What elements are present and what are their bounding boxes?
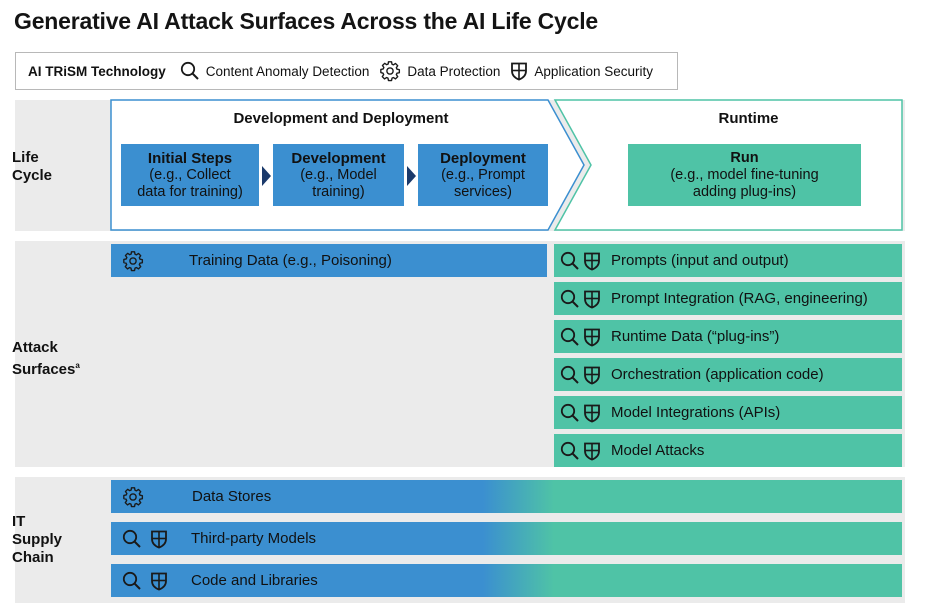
life-cycle-label: Life Cycle <box>12 149 52 185</box>
life-cycle-label-line2: Cycle <box>12 167 53 184</box>
supply-chain-item-icons <box>122 529 168 549</box>
legend-item-app-security: Application Security <box>510 61 653 81</box>
legend-item-anomaly: Content Anomaly Detection <box>180 61 370 81</box>
legend-label-app-security: Application Security <box>534 63 653 79</box>
step-arrow-2 <box>407 166 416 186</box>
runtime-item: Orchestration (application code) <box>554 358 902 391</box>
search-icon <box>560 289 579 308</box>
footnote-mark: a <box>75 361 80 370</box>
search-icon <box>560 251 579 270</box>
step-arrow-1 <box>262 166 271 186</box>
page-title: Generative AI Attack Surfaces Across the… <box>14 8 599 34</box>
step-run-line1: (e.g., model fine-tuning <box>670 166 819 183</box>
step-run-title: Run <box>730 149 759 166</box>
runtime-item-icons <box>560 403 601 423</box>
step-deployment-line2: services) <box>453 183 512 200</box>
step-initial-line2: data for training) <box>137 183 243 200</box>
search-icon <box>560 441 579 460</box>
runtime-item-label: Prompts (input and output) <box>611 252 789 269</box>
it-supply-chain-label-line1: IT <box>12 513 26 530</box>
step-initial-line1: (e.g., Collect <box>149 166 231 183</box>
step-development-line1: (e.g., Model <box>300 166 377 183</box>
legend-label-anomaly: Content Anomaly Detection <box>205 63 370 79</box>
runtime-item-label: Runtime Data (“plug-ins”) <box>611 328 780 345</box>
legend-label-data-protection: Data Protection <box>407 63 501 79</box>
attack-surfaces-label-line1: Attack <box>12 339 58 356</box>
legend-item-data-protection: Data Protection <box>379 60 500 82</box>
runtime-item-label: Model Attacks <box>611 442 705 459</box>
supply-chain-item-third-party-models: Third-party Models <box>111 522 902 555</box>
shield-icon <box>584 442 600 461</box>
training-data-label: Training Data (e.g., Poisoning) <box>189 252 392 269</box>
runtime-item: Model Attacks <box>554 434 902 467</box>
attack-surfaces-label-line2: Surfaces <box>12 361 76 378</box>
runtime-item-label: Model Integrations (APIs) <box>611 404 781 421</box>
step-development-line2: training) <box>312 183 365 200</box>
supply-chain-item-data-stores: Data Stores <box>111 480 902 513</box>
search-icon <box>560 327 579 346</box>
runtime-phase-title: Runtime <box>718 110 779 127</box>
shield-icon <box>584 290 600 309</box>
supply-chain-item-icons <box>122 571 168 591</box>
step-initial: Initial Steps (e.g., Collect data for tr… <box>121 144 259 206</box>
it-supply-chain-label: IT Supply Chain <box>12 513 62 567</box>
shield-icon <box>151 530 167 549</box>
search-icon <box>560 403 579 422</box>
shield-icon <box>511 62 528 81</box>
step-initial-title: Initial Steps <box>147 149 233 167</box>
runtime-item: Prompts (input and output) <box>554 244 902 277</box>
step-run-line2: adding plug-ins) <box>692 183 797 200</box>
runtime-item-label: Prompt Integration (RAG, engineering) <box>611 290 868 307</box>
training-data-bar: Training Data (e.g., Poisoning) <box>111 244 547 277</box>
shield-icon <box>584 252 600 271</box>
search-icon <box>122 571 141 590</box>
search-icon <box>122 529 141 548</box>
step-deployment-line1: (e.g., Prompt <box>441 166 525 183</box>
supply-chain-item-label: Third-party Models <box>191 530 317 547</box>
runtime-item-icons <box>560 365 601 385</box>
shield-icon <box>584 366 600 385</box>
attack-surfaces-label: Attack Surfacesa <box>12 339 80 379</box>
it-supply-chain-label-line2: Supply <box>12 531 63 548</box>
dev-phase-title: Development and Deployment <box>233 110 449 127</box>
step-development: Development (e.g., Model training) <box>273 144 404 206</box>
runtime-item-icons <box>560 289 601 309</box>
runtime-item-label: Orchestration (application code) <box>611 366 824 383</box>
step-deployment: Deployment (e.g., Prompt services) <box>418 144 548 206</box>
search-icon <box>560 365 579 384</box>
supply-chain-item-label: Data Stores <box>192 488 272 505</box>
step-run: Run (e.g., model fine-tuning adding plug… <box>628 144 861 206</box>
shield-icon <box>584 328 600 347</box>
it-supply-chain-label-line3: Chain <box>12 549 54 566</box>
gear-icon <box>380 61 401 82</box>
runtime-item-icons <box>560 327 601 347</box>
runtime-item-icons <box>560 251 601 271</box>
shield-icon <box>151 572 167 591</box>
step-deployment-title: Deployment <box>440 149 526 167</box>
legend-title: AI TRiSM Technology <box>28 63 166 79</box>
shield-icon <box>584 404 600 423</box>
supply-chain-item-label: Code and Libraries <box>191 572 318 589</box>
supply-chain-item-code-libraries: Code and Libraries <box>111 564 902 597</box>
gear-icon <box>123 486 144 507</box>
gear-icon <box>123 250 144 271</box>
runtime-item: Model Integrations (APIs) <box>554 396 902 429</box>
runtime-item-icons <box>560 441 601 461</box>
attack-surfaces-band <box>15 241 905 467</box>
search-icon <box>180 61 199 80</box>
step-development-title: Development <box>291 149 386 167</box>
runtime-item: Prompt Integration (RAG, engineering) <box>554 282 902 315</box>
life-cycle-label-line1: Life <box>12 149 39 166</box>
runtime-item: Runtime Data (“plug-ins”) <box>554 320 902 353</box>
legend: AI TRiSM Technology Content Anomaly Dete… <box>15 52 678 90</box>
